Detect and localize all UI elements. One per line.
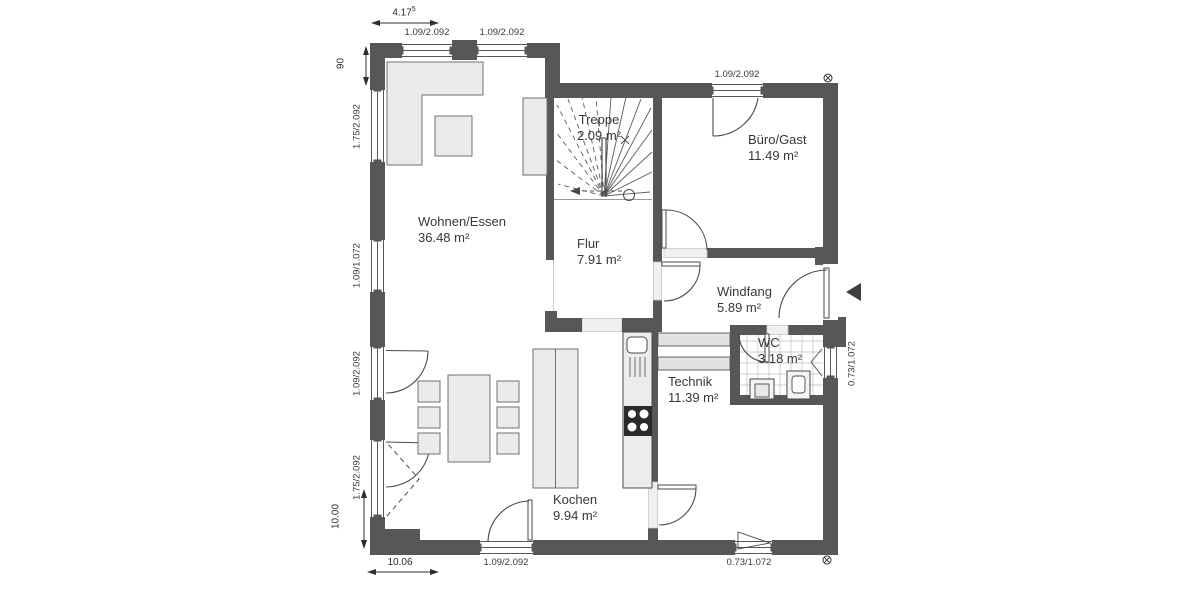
windows — [370, 43, 838, 555]
chair — [417, 432, 441, 455]
sink — [626, 336, 648, 354]
window-label-left-3: 1.09/2.092 — [351, 351, 363, 396]
door-wc — [738, 325, 789, 363]
room-name-label: Treppe — [578, 112, 620, 127]
room-name-label: Flur — [577, 236, 600, 251]
window-left-2 — [370, 239, 385, 292]
room-label-technik: Technik 11.39 m² — [668, 374, 718, 406]
dimension-lines — [361, 20, 439, 575]
window-bottom-technik — [734, 531, 773, 555]
room-name-label: Büro/Gast — [748, 132, 807, 147]
kitchen-counter — [622, 331, 653, 489]
room-name-label: Kochen — [553, 492, 598, 507]
kitchen-island — [532, 348, 579, 489]
window-label-top-1: 1.09/2.092 — [404, 27, 450, 38]
window-label-right-wc: 0.73/1.072 — [846, 341, 858, 386]
cooktop — [624, 406, 652, 436]
room-label-kochen: Kochen 9.94 m² — [553, 492, 597, 524]
windfang-partition-bands — [657, 332, 731, 371]
room-area-label: 11.39 m² — [668, 390, 719, 405]
terrace-door-kochen — [479, 499, 534, 555]
room-area-label: 5.89 m² — [717, 300, 762, 315]
window-label-left-2: 1.09/1.072 — [351, 243, 363, 288]
chair — [496, 406, 520, 429]
door-flur-windfang — [653, 261, 701, 302]
room-label-buero-gast: Büro/Gast 11.49 m² — [748, 132, 807, 164]
window-left-1 — [370, 89, 385, 162]
furniture — [386, 61, 811, 489]
window-label-left-1: 1.75/2.092 — [351, 104, 363, 149]
room-label-wohnen-essen: Wohnen/Essen 36.48 m² — [418, 214, 506, 246]
coffee-table — [434, 115, 473, 157]
window-buero-top — [711, 83, 763, 137]
window-label-buero-top: 1.09/2.092 — [714, 69, 760, 80]
chair — [496, 432, 520, 455]
wc-tile-floor — [740, 335, 823, 395]
window-label-bottom-kochen: 1.09/2.092 — [483, 557, 529, 568]
room-label-flur: Flur 7.91 m² — [577, 236, 621, 268]
door-buero — [661, 209, 708, 258]
stair-walkline-arrow-icon — [570, 187, 580, 195]
room-name-label: Technik — [668, 374, 713, 389]
dining-table — [447, 374, 491, 463]
room-name-label: WC — [758, 335, 780, 350]
room-area-label: 2.09 m² — [576, 128, 622, 143]
window-right-wc — [810, 346, 838, 378]
room-area-label: 3.18 m² — [758, 351, 803, 366]
stair-treppe — [555, 96, 653, 201]
room-label-windfang: Windfang 5.89 m² — [717, 284, 772, 316]
window-label-bottom-technik: 0.73/1.072 — [726, 557, 772, 568]
chair — [496, 380, 520, 403]
room-area-label: 7.91 m² — [577, 252, 622, 267]
door-kochen-technik — [648, 481, 697, 529]
dimension-top-width: 4.175 — [392, 6, 416, 19]
dimension-bottom-width: 10.06 — [387, 557, 413, 568]
interior-walls — [545, 97, 823, 540]
chair — [417, 380, 441, 403]
room-area-label: 11.49 m² — [748, 148, 799, 163]
room-label-wc: WC 3.18 m² — [758, 335, 802, 367]
wc-fixtures — [749, 370, 811, 400]
room-area-label: 9.94 m² — [553, 508, 598, 523]
symbols — [822, 73, 861, 565]
window-top-2 — [476, 43, 527, 58]
doors — [648, 209, 838, 529]
sofa — [386, 61, 484, 166]
downpipe-icon — [823, 73, 833, 83]
cabinet — [522, 97, 548, 176]
floor-boundary-lines — [553, 199, 652, 332]
room-area-label: 36.48 m² — [418, 230, 470, 245]
entrance-door — [778, 264, 838, 320]
window-label-top-2: 1.09/2.092 — [479, 27, 525, 38]
dimension-step-depth: 90 — [335, 57, 347, 70]
window-label-left-4: 1.75/2.092 — [351, 455, 363, 500]
chair — [417, 406, 441, 429]
window-top-1 — [401, 43, 452, 58]
room-name-label: Windfang — [717, 284, 772, 299]
room-name-label: Wohnen/Essen — [418, 214, 506, 229]
dimension-side-height: 10.00 — [330, 503, 342, 530]
room-label-treppe: Treppe 2.09 m² — [564, 112, 634, 144]
downpipe-icon — [822, 555, 832, 565]
window-left-3 — [370, 346, 429, 400]
entrance-arrow-icon — [846, 283, 861, 301]
